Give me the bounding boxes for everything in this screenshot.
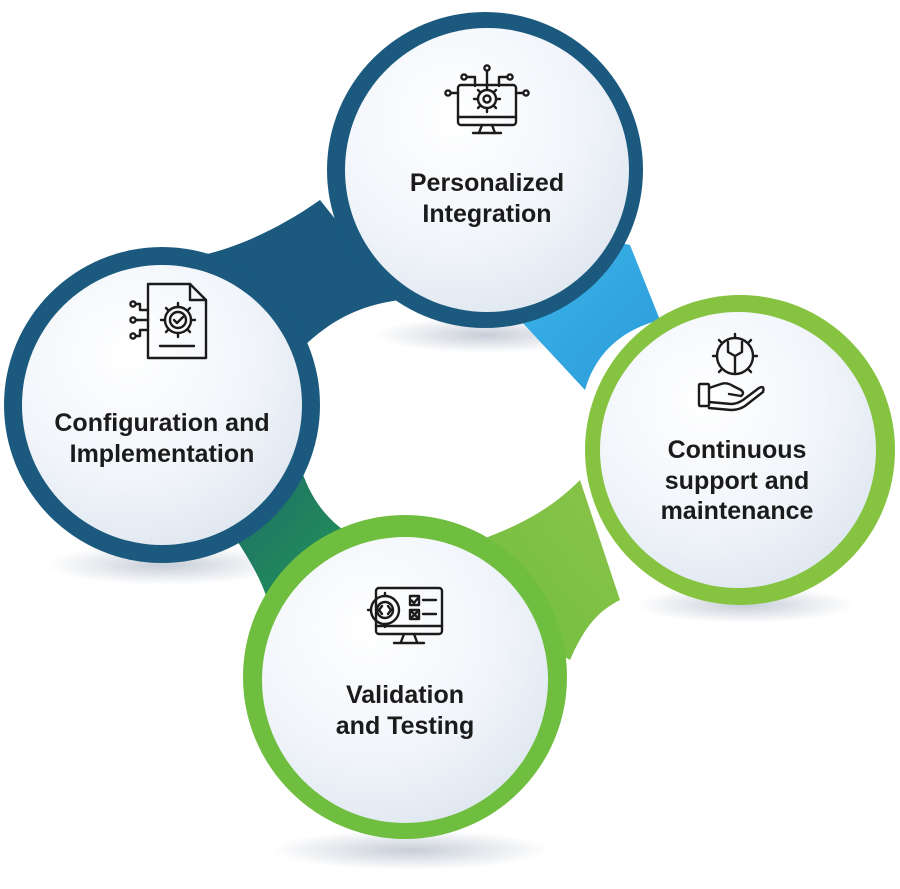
disc-personalized — [345, 28, 629, 312]
label-personalized-integration: Personalized Integration — [357, 168, 617, 229]
disc-continuous — [600, 312, 876, 588]
monitor-gear-circuit-icon — [444, 64, 530, 135]
hand-gear-wrench-icon — [697, 332, 765, 412]
shadow-configuration — [45, 545, 285, 585]
label-validation-testing: Validation and Testing — [280, 680, 530, 741]
label-line: Configuration and — [54, 409, 270, 437]
label-continuous-support: Continuous support and maintenance — [612, 435, 862, 527]
label-line: support and — [664, 466, 810, 495]
label-line: Implementation — [69, 439, 255, 468]
shadow-validation — [270, 830, 550, 870]
disc-validation — [262, 537, 548, 823]
label-configuration-implementation: Configuration and Implementation — [22, 408, 302, 469]
label-line: Personalized — [409, 169, 565, 197]
label-line: and Testing — [335, 711, 475, 740]
disc-configuration — [22, 265, 302, 545]
label-line: Integration — [422, 199, 552, 228]
document-gear-check-icon — [129, 282, 208, 360]
monitor-code-checklist-icon — [366, 586, 444, 645]
label-line: Continuous — [667, 436, 807, 464]
label-line: maintenance — [660, 497, 814, 525]
label-line: Validation — [345, 681, 465, 709]
